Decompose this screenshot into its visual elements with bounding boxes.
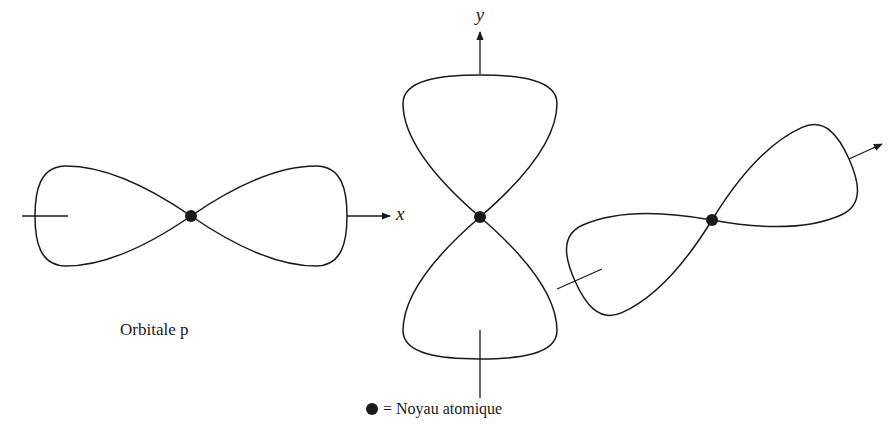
legend-dot (366, 403, 378, 415)
p-orbital-y (403, 75, 557, 359)
axis-stub (479, 330, 480, 398)
p-orbital-x (35, 166, 347, 266)
caption-label: Orbitale p (120, 320, 188, 340)
legend-text: = Noyau atomique (383, 399, 502, 418)
nucleus-dot (474, 211, 486, 223)
p-orbital-z (555, 115, 868, 325)
axis-label: x (396, 203, 404, 226)
y-axis-arrow (479, 32, 480, 74)
axis-stub (22, 215, 68, 216)
axis-stub (557, 269, 602, 289)
z-axis-arrow (849, 144, 882, 159)
axis-label: y (476, 4, 484, 27)
nucleus-dot (185, 210, 197, 222)
x-axis-arrow (347, 215, 390, 216)
nucleus-dot (706, 214, 718, 226)
